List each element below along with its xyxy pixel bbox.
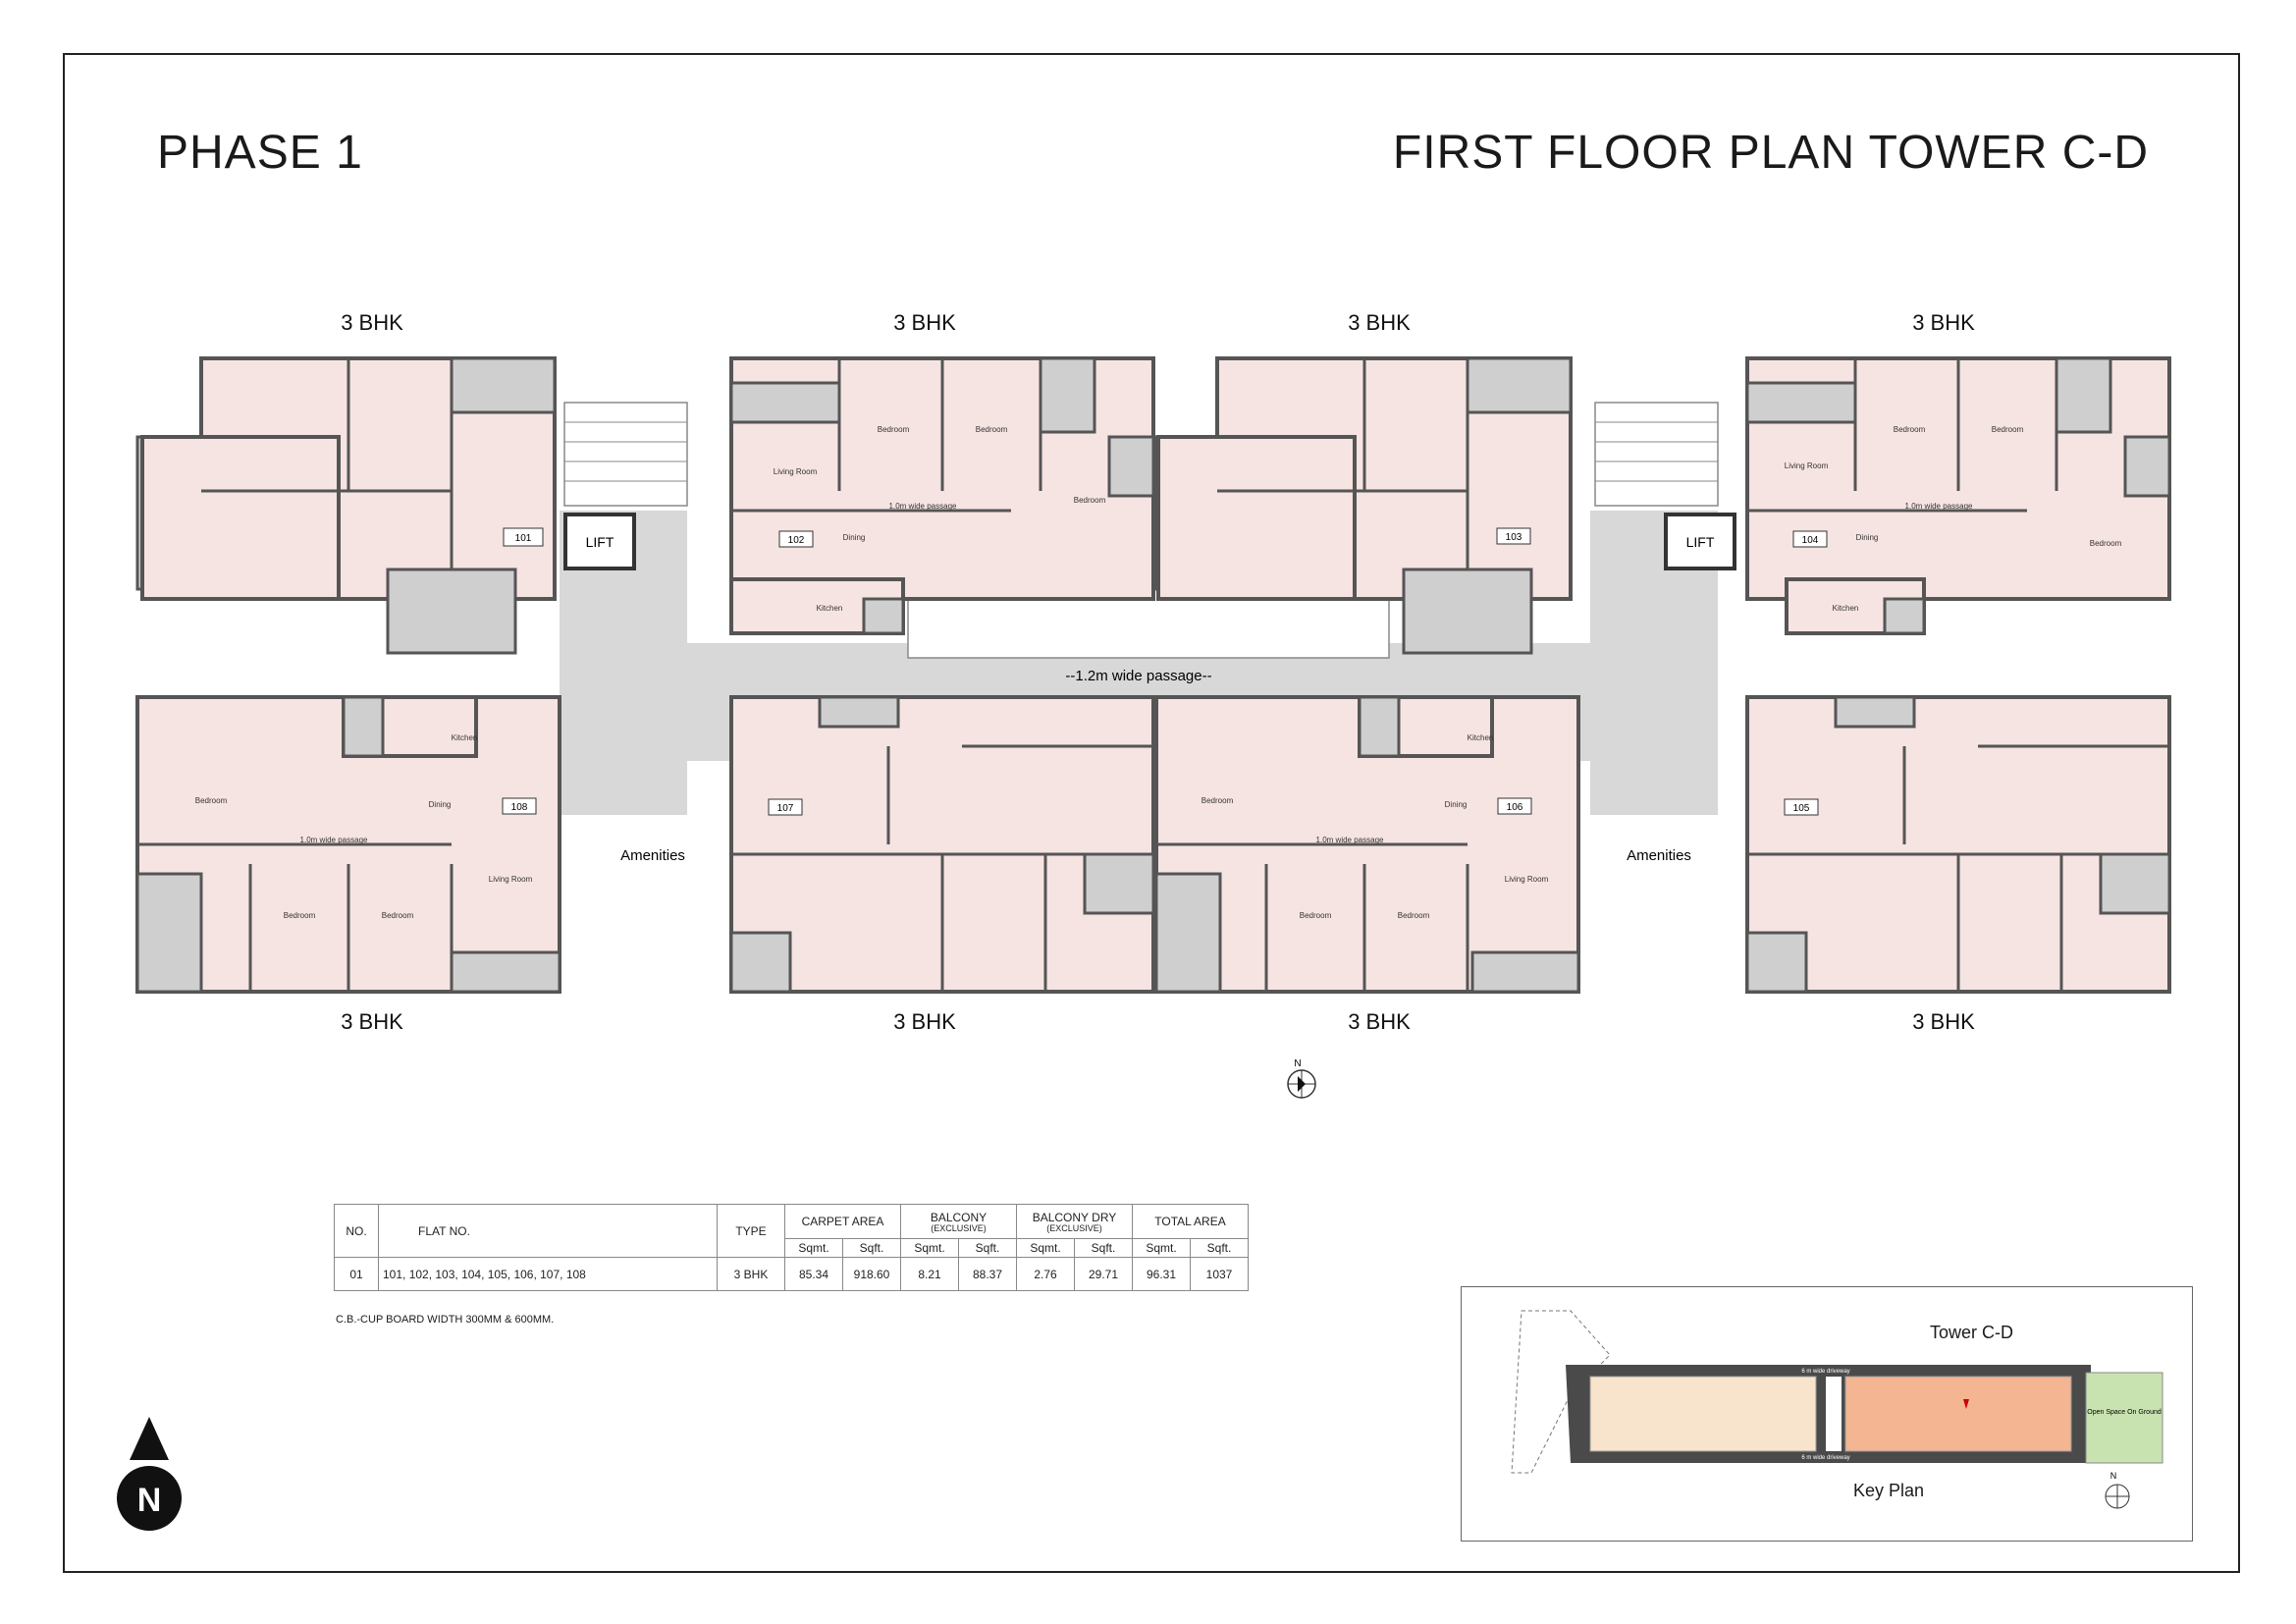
phase-title: PHASE 1 [157, 127, 363, 179]
key-plan-tower-label: Tower C-D [1930, 1323, 2014, 1342]
svg-text:Bedroom: Bedroom [284, 911, 316, 920]
svg-text:1.0m wide passage: 1.0m wide passage [889, 502, 957, 511]
bhk-label: 3 BHK [1912, 310, 1975, 335]
svg-text:107: 107 [777, 803, 794, 814]
svg-text:Living Room: Living Room [774, 467, 818, 476]
svg-text:LIFT: LIFT [1686, 534, 1715, 550]
svg-text:Kitchen: Kitchen [817, 604, 843, 613]
svg-text:Bedroom: Bedroom [1398, 911, 1430, 920]
svg-text:6 m wide driveway: 6 m wide driveway [1801, 1455, 1849, 1461]
bhk-label: 3 BHK [1348, 310, 1411, 335]
flat-103: 103 [1154, 356, 1573, 655]
flat-104: 1.0m wide passage Living Room Bedroom Be… [1745, 356, 2171, 635]
header-no: NO. [334, 1204, 379, 1258]
svg-text:103: 103 [1506, 532, 1522, 543]
svg-text:Bedroom: Bedroom [1201, 796, 1234, 805]
bhk-label: 3 BHK [893, 310, 956, 335]
svg-text:Living Room: Living Room [489, 875, 533, 884]
svg-text:Dining: Dining [1445, 800, 1468, 809]
svg-text:N: N [1294, 1058, 1301, 1069]
svg-text:1.0m wide passage: 1.0m wide passage [300, 836, 368, 844]
svg-text:N: N [137, 1482, 162, 1519]
amenities-label-left: Amenities [620, 847, 685, 864]
bhk-label: 3 BHK [893, 1009, 956, 1034]
key-plan-title: Key Plan [1853, 1481, 1925, 1500]
bhk-label: 3 BHK [1348, 1009, 1411, 1034]
area-statement-table: NO. FLAT NO. TYPE CARPET AREA BALCONY(EX… [334, 1204, 1249, 1291]
flat-101: 101 [135, 356, 557, 655]
bhk-label: 3 BHK [341, 310, 403, 335]
header-type: TYPE [717, 1204, 785, 1258]
svg-text:Bedroom: Bedroom [2090, 539, 2122, 548]
staircase-right [1594, 402, 1719, 507]
svg-text:Bedroom: Bedroom [1992, 425, 2024, 434]
svg-text:105: 105 [1793, 803, 1810, 814]
open-space-label: Open Space On Ground [2087, 1409, 2162, 1416]
svg-text:Dining: Dining [1856, 533, 1879, 542]
svg-text:Kitchen: Kitchen [1833, 604, 1859, 613]
lift-right: LIFT [1664, 513, 1736, 570]
flat-106: 1.0m wide passage Bedroom Bedroom Bedroo… [1154, 695, 1580, 994]
flat-102: 1.0m wide passage Living Room Bedroom Be… [729, 356, 1155, 635]
bhk-label: 3 BHK [341, 1009, 403, 1034]
staircase-left [563, 402, 688, 507]
svg-text:N: N [2110, 1471, 2117, 1481]
header-balcony: BALCONY(EXCLUSIVE) [900, 1204, 1017, 1239]
header-total: TOTAL AREA [1132, 1204, 1249, 1239]
svg-text:Living Room: Living Room [1505, 875, 1549, 884]
svg-text:104: 104 [1802, 535, 1819, 546]
svg-text:Living Room: Living Room [1785, 461, 1829, 470]
svg-text:Bedroom: Bedroom [878, 425, 910, 434]
table-row: 01 101, 102, 103, 104, 105, 106, 107, 10… [334, 1257, 1249, 1291]
svg-text:Bedroom: Bedroom [1894, 425, 1926, 434]
flat-107: 107 [729, 695, 1155, 994]
cupboard-note: C.B.-CUP BOARD WIDTH 300MM & 600MM. [336, 1314, 555, 1326]
svg-text:106: 106 [1507, 802, 1523, 813]
north-compass-icon: N [1287, 1058, 1316, 1099]
svg-text:101: 101 [515, 533, 532, 544]
svg-text:1.0m wide passage: 1.0m wide passage [1905, 502, 1973, 511]
svg-text:Bedroom: Bedroom [382, 911, 414, 920]
svg-text:Dining: Dining [843, 533, 866, 542]
bhk-label: 3 BHK [1912, 1009, 1975, 1034]
svg-text:LIFT: LIFT [586, 534, 614, 550]
passage-label: --1.2m wide passage-- [1065, 668, 1211, 684]
svg-text:102: 102 [788, 535, 805, 546]
amenities-label-right: Amenities [1627, 847, 1691, 864]
drawing-frame [63, 53, 2240, 1573]
header-flat-no: FLAT NO. [378, 1204, 718, 1258]
svg-text:Dining: Dining [429, 800, 452, 809]
header-balcony-dry: BALCONY DRY(EXCLUSIVE) [1016, 1204, 1133, 1239]
svg-text:Kitchen: Kitchen [452, 733, 478, 742]
svg-text:Bedroom: Bedroom [1074, 496, 1106, 505]
svg-text:Bedroom: Bedroom [976, 425, 1008, 434]
svg-text:Bedroom: Bedroom [1300, 911, 1332, 920]
key-plan-drawing: Open Space On Ground 6 m wide driveway 6… [1511, 1310, 2163, 1509]
svg-text:Kitchen: Kitchen [1468, 733, 1494, 742]
key-plan-box [1461, 1286, 2193, 1542]
lift-left: LIFT [563, 513, 636, 570]
flat-108: 1.0m wide passage Bedroom Bedroom Bedroo… [135, 695, 561, 994]
svg-text:1.0m wide passage: 1.0m wide passage [1316, 836, 1384, 844]
svg-text:108: 108 [511, 802, 528, 813]
plan-title: FIRST FLOOR PLAN TOWER C-D [1392, 127, 2149, 179]
flat-105: 105 [1745, 695, 2171, 994]
header-carpet: CARPET AREA [784, 1204, 901, 1239]
svg-text:6 m wide driveway: 6 m wide driveway [1801, 1369, 1849, 1375]
svg-text:Bedroom: Bedroom [195, 796, 228, 805]
north-arrow-icon: N [117, 1417, 182, 1531]
